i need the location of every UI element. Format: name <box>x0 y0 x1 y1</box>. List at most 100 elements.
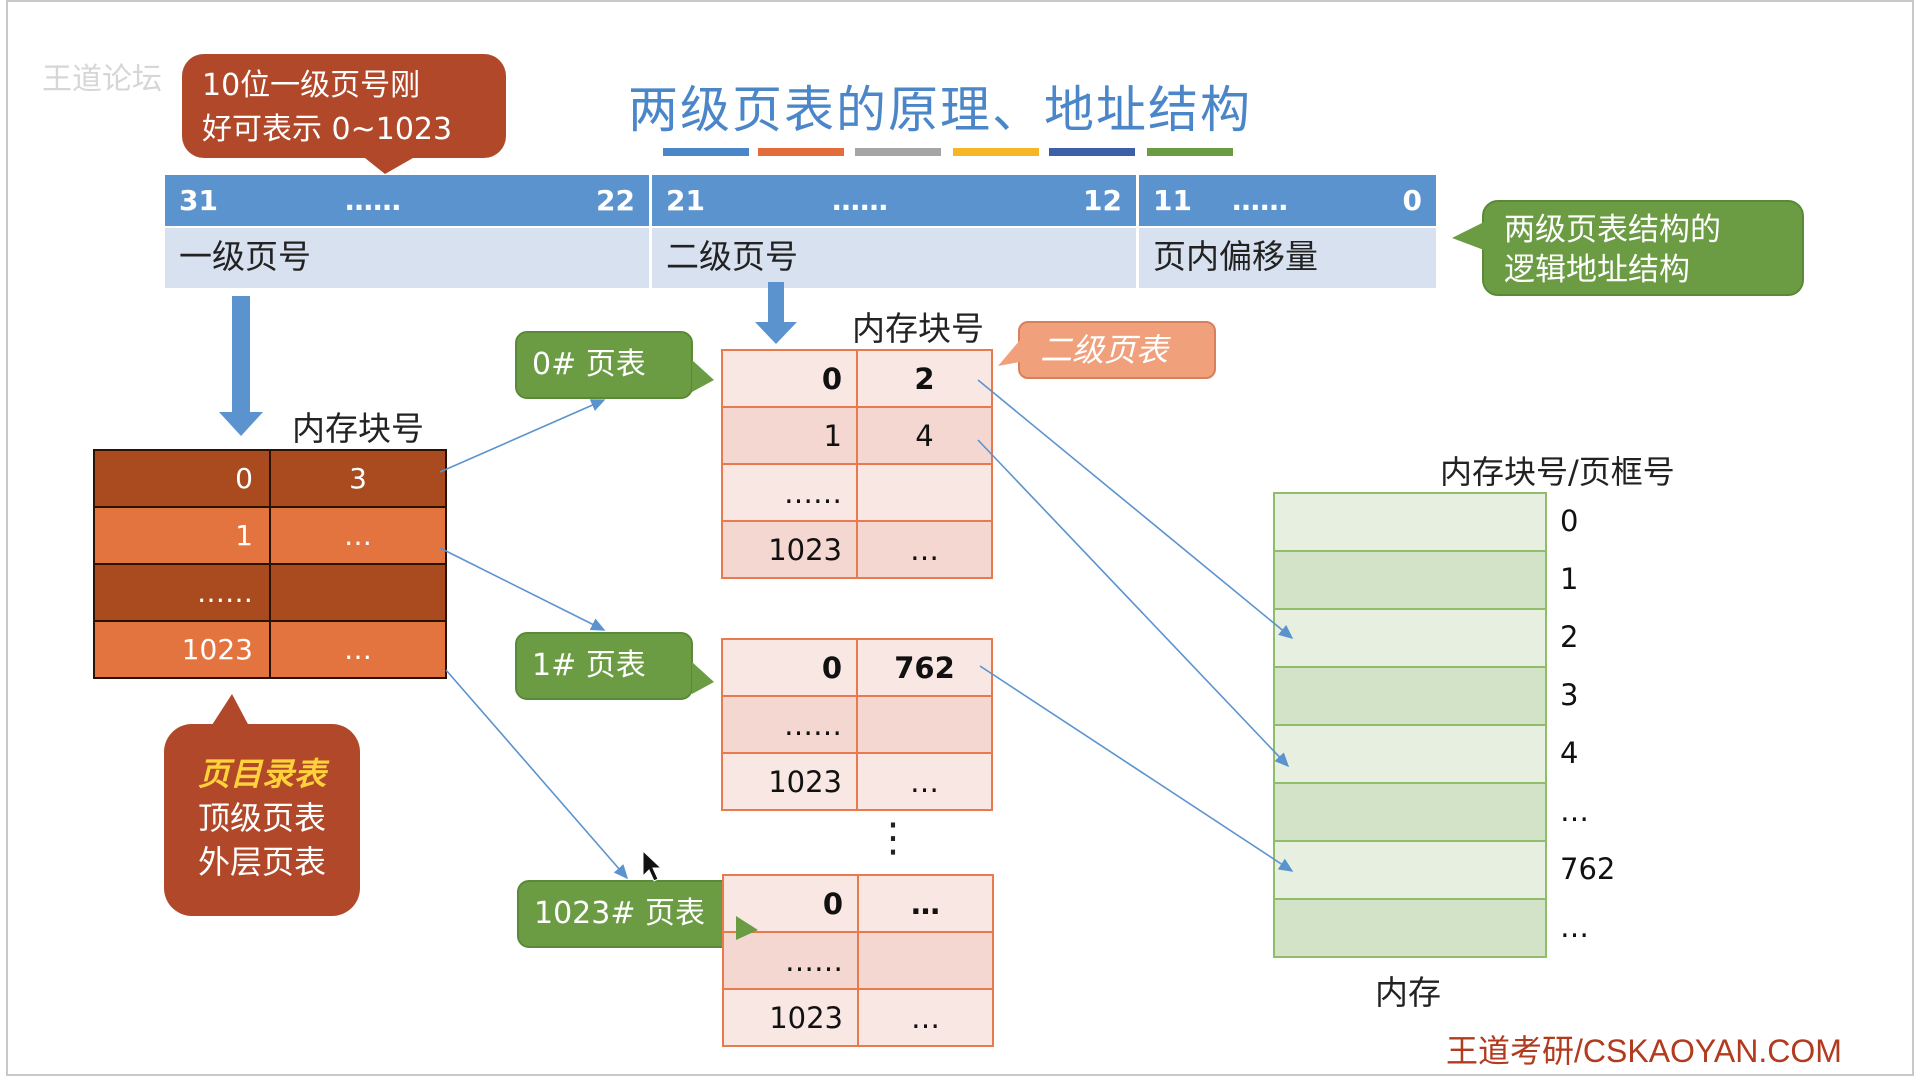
color-bar-5 <box>1049 148 1135 156</box>
addr-segment-second-level-bits: 21 …… 12 <box>652 175 1136 226</box>
bit-low: 0 <box>1402 184 1422 217</box>
memory-frame <box>1273 608 1547 668</box>
callout-tail <box>692 662 714 694</box>
dir-block: … <box>269 620 447 679</box>
pt-block <box>856 463 993 522</box>
table-row: …… <box>721 695 993 754</box>
callout-logical-address: 两级页表结构的 逻辑地址结构 <box>1482 200 1804 296</box>
table-row: 1023 … <box>721 520 993 579</box>
down-arrow-second-level <box>755 282 797 344</box>
dir-block: … <box>269 506 447 565</box>
callout-line: 顶级页表 <box>197 799 326 837</box>
memory-cell <box>1273 782 1547 842</box>
frame-number: 762 <box>1560 852 1616 886</box>
color-bar-4 <box>953 148 1039 156</box>
callout-tail <box>360 154 420 174</box>
color-bar-3 <box>855 148 941 156</box>
label-page-table-1: 1# 页表 <box>515 632 693 700</box>
bit-low: 22 <box>596 184 635 217</box>
frame-number: 4 <box>1560 736 1579 770</box>
pt-index: 1 <box>721 406 858 465</box>
arrow-pt1-to-frame762 <box>979 665 1294 872</box>
addr-segment-offset-bits: 11 …… 0 <box>1139 175 1436 226</box>
frame-number: 0 <box>1560 504 1579 538</box>
memory-cell <box>1273 550 1547 610</box>
table-row: 1023 … <box>721 752 993 811</box>
dir-index: 0 <box>93 449 271 508</box>
pt-block <box>857 931 994 990</box>
memory-frame <box>1273 782 1547 842</box>
slide-title: 两级页表的原理、地址结构 <box>628 81 1252 139</box>
memory-cell <box>1273 840 1547 900</box>
memory-cell <box>1273 492 1547 552</box>
table-row: 1023 … <box>93 620 447 679</box>
color-bar-2 <box>758 148 844 156</box>
table-row: …… <box>93 563 447 622</box>
callout-line: 好可表示 0~1023 <box>202 112 453 147</box>
label-block-number-second: 内存块号 <box>852 309 984 348</box>
memory-frame <box>1273 840 1547 900</box>
dir-index: …… <box>93 563 271 622</box>
frame-number: 3 <box>1560 678 1579 712</box>
callout-page-directory: 页目录表 顶级页表 外层页表 <box>164 724 360 916</box>
memory-cell <box>1273 724 1547 784</box>
addr-segment-first-level-bits: 31 …… 22 <box>165 175 649 226</box>
pt-index: 1023 <box>722 988 859 1047</box>
callout-line: 10位一级页号刚 <box>202 68 421 103</box>
dir-index: 1 <box>93 506 271 565</box>
pt-block: … <box>857 874 994 933</box>
table-row: 1023 … <box>722 988 994 1047</box>
pt-index: …… <box>721 695 858 754</box>
callout-second-level-table: 二级页表 <box>1018 321 1216 379</box>
pt-index: 0 <box>721 638 858 697</box>
mouse-cursor-icon <box>642 849 663 882</box>
table-row: 0 2 <box>721 349 993 408</box>
callout-first-level-bits: 10位一级页号刚 好可表示 0~1023 <box>182 54 506 158</box>
memory-cell <box>1273 898 1547 958</box>
label-block-number-directory: 内存块号 <box>292 409 424 448</box>
bit-dots: …… <box>345 184 401 217</box>
addr-label-offset: 页内偏移量 <box>1139 228 1436 288</box>
frame-number: … <box>1560 910 1589 944</box>
pt-index: …… <box>721 463 858 522</box>
addr-label-first-level: 一级页号 <box>165 228 649 288</box>
pt-block: 762 <box>856 638 993 697</box>
dir-block <box>269 563 447 622</box>
table-row: 0 762 <box>721 638 993 697</box>
label-page-table-0: 0# 页表 <box>515 331 693 399</box>
table-row: 1 4 <box>721 406 993 465</box>
color-bar-1 <box>663 148 749 156</box>
frame-number: … <box>1560 794 1589 828</box>
table-row: 0 3 <box>93 449 447 508</box>
down-arrow-first-level <box>219 296 263 436</box>
page-table-1023: 0 … …… 1023 … <box>722 874 994 1047</box>
arrow-pt0-to-frame2 <box>977 379 1294 640</box>
bit-dots: …… <box>832 184 888 217</box>
callout-tail <box>210 694 250 728</box>
page-directory-table: 0 3 1 … …… 1023 … <box>93 449 447 679</box>
callout-tail <box>1452 222 1484 250</box>
frame-number: 2 <box>1560 620 1579 654</box>
label-page-table-1023: 1023# 页表 <box>517 880 737 948</box>
addr-label-second-level: 二级页号 <box>652 228 1136 288</box>
memory-cell <box>1273 666 1547 726</box>
pt-index: 0 <box>721 349 858 408</box>
pt-block <box>856 695 993 754</box>
pt-block: 4 <box>856 406 993 465</box>
memory-frame <box>1273 724 1547 784</box>
color-bar-6 <box>1147 148 1233 156</box>
pt-block: 2 <box>856 349 993 408</box>
label-memory: 内存 <box>1375 973 1441 1012</box>
dir-block: 3 <box>269 449 447 508</box>
pt-block: … <box>857 988 994 1047</box>
arrow-pt0-to-frame4 <box>977 439 1290 768</box>
bit-low: 12 <box>1083 184 1122 217</box>
memory-frame <box>1273 492 1547 552</box>
bit-high: 31 <box>179 184 218 217</box>
pt-index: …… <box>722 931 859 990</box>
callout-tail <box>692 360 714 392</box>
memory-frame <box>1273 898 1547 958</box>
footer-brand: 王道考研/CSKAOYAN.COM <box>1446 1033 1842 1069</box>
dir-index: 1023 <box>93 620 271 679</box>
